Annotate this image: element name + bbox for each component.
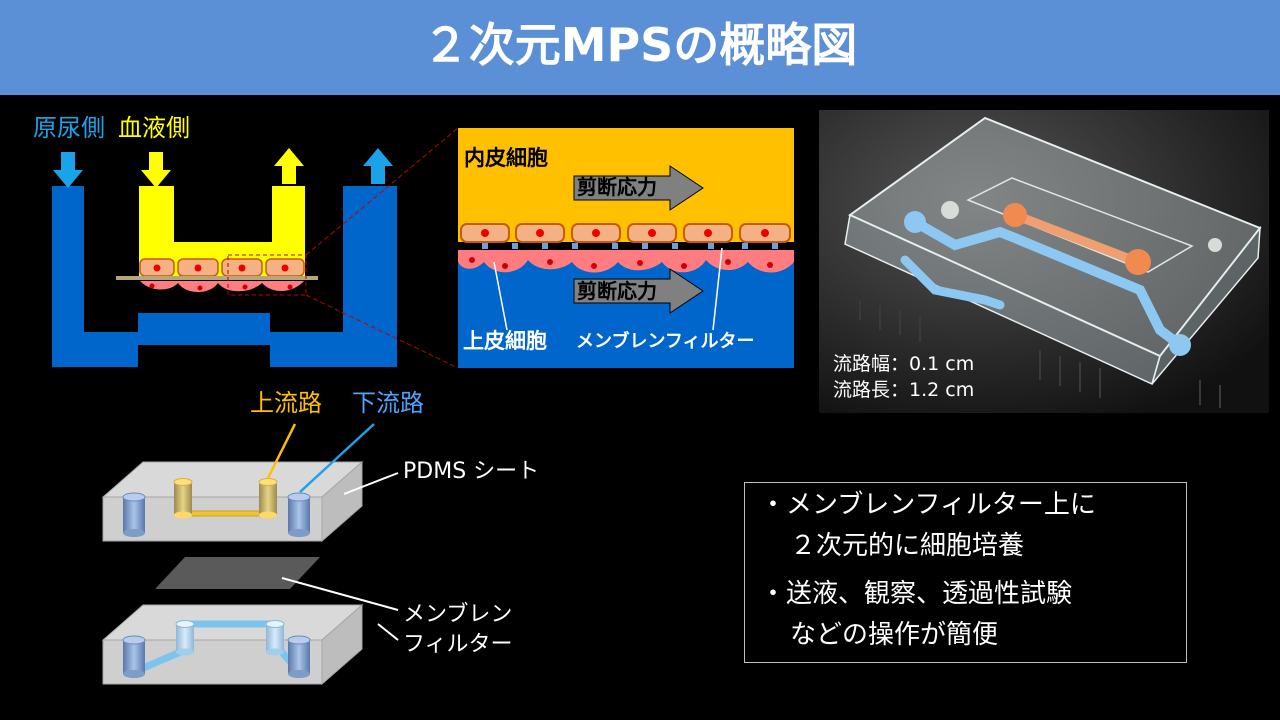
upper-channel-photo	[1010, 210, 1143, 267]
urine-side-label: 原尿側	[33, 114, 105, 142]
membrane-pores	[482, 243, 778, 249]
pdms-label: PDMS シート	[403, 459, 540, 484]
membrane-small	[116, 276, 318, 280]
blue-port-left-bottom	[122, 635, 146, 678]
pdms-sheet-top-face	[101, 461, 364, 498]
shear-arrow-top	[573, 165, 704, 211]
upper-channel-3d	[182, 510, 272, 517]
epithelial-pointer	[493, 261, 508, 331]
cross-section-diagram	[52, 148, 397, 367]
blue-port-right-bottom	[287, 635, 311, 678]
epithelial-cells-large	[458, 250, 794, 273]
blood-outlet-arrow	[274, 148, 304, 184]
pdms-sheet-side	[321, 460, 363, 543]
channel-width-text: 流路幅：0.1 cm	[833, 353, 975, 375]
bullet2-line1: ・送液、観察、透過性試験	[760, 579, 1073, 609]
upper-channel-pointer	[266, 423, 297, 479]
membrane-pointer-exploded-2	[377, 623, 399, 641]
epithelial-label: 上皮細胞	[463, 329, 547, 353]
blood-side-label: 血液側	[118, 114, 190, 142]
zoom-panel	[458, 128, 794, 368]
bullet1-line2: ２次元的に細胞培養	[790, 531, 1025, 561]
pdms-sheet-bottom-side	[321, 603, 363, 686]
inner-well	[966, 177, 1194, 273]
blood-inlet-arrow	[141, 152, 171, 188]
exploded-view	[101, 423, 399, 686]
lower-channel-label: 下流路	[352, 389, 424, 417]
yellow-port-right	[258, 478, 278, 519]
lower-channel-photo	[910, 217, 1185, 350]
device-photo	[819, 110, 1269, 413]
membrane-sheet	[155, 557, 320, 589]
membrane-label-line2: フィルター	[403, 632, 513, 657]
endothelial-cells-small	[139, 258, 305, 277]
endothelial-cells-large	[460, 223, 791, 243]
lower-channel-pointer	[299, 423, 375, 493]
pdms-pointer	[343, 472, 399, 495]
shear-arrow-bottom	[573, 268, 704, 314]
page-title: ２次元MPSの概略図	[422, 18, 858, 72]
epithelial-cells-small	[140, 281, 304, 292]
urine-channel	[52, 186, 397, 367]
lower-channel-3d	[132, 620, 302, 676]
membrane-label: メンブレンフィルター	[576, 331, 755, 352]
header-bar	[0, 0, 1280, 95]
upper-channel-label: 上流路	[250, 389, 322, 417]
membrane-pointer-exploded	[281, 577, 399, 611]
zoom-connector-bottom	[305, 294, 459, 369]
shear-stress-bottom-label: 剪断応力	[577, 279, 657, 303]
bullet2-line2: などの操作が簡便	[790, 620, 999, 650]
channel-length-text: 流路長：1.2 cm	[833, 379, 975, 401]
bullet1-line1: ・メンブレンフィルター上に	[760, 490, 1096, 520]
light-port-left	[175, 620, 195, 656]
membrane-pointer	[712, 247, 723, 331]
membrane-label-line1: メンブレン	[403, 602, 513, 627]
notes-box	[744, 482, 1187, 663]
endothelial-label: 内皮細胞	[464, 146, 548, 170]
yellow-port-left	[173, 478, 193, 519]
zoom-membrane	[458, 242, 794, 250]
shear-stress-top-label: 剪断応力	[577, 175, 657, 199]
ruler-ticks	[859, 300, 1221, 408]
blue-port-left-top	[122, 492, 146, 537]
light-port-right	[265, 620, 285, 656]
urine-outlet-arrow	[363, 148, 393, 184]
zoom-connector-top	[305, 127, 459, 256]
blue-port-right-top	[287, 492, 311, 537]
zoom-region-marker	[227, 254, 307, 296]
urine-inlet-arrow	[53, 152, 83, 188]
